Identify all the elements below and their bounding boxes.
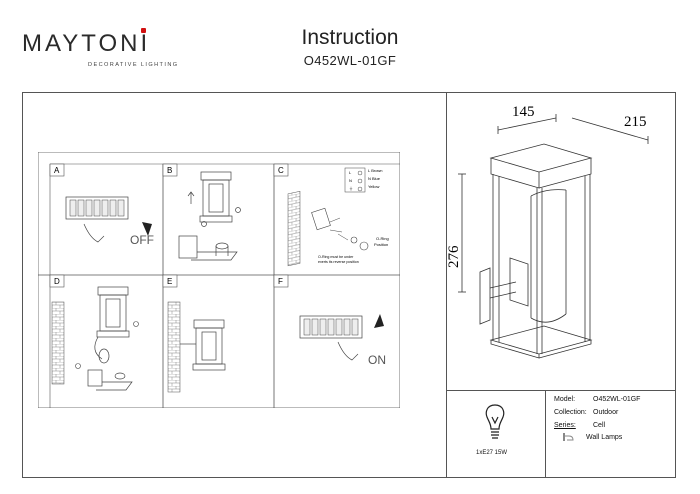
series-value: Cell — [593, 422, 606, 429]
page-title: Instruction — [301, 26, 399, 49]
model-value: O452WL-01GF — [593, 396, 641, 403]
brand-name: MAYTONI — [22, 30, 151, 57]
brand-tagline: DECORATIVE LIGHTING — [88, 62, 179, 68]
oring-note-2: exerts its reverse position — [318, 260, 359, 264]
wire-yellow: Yellow — [368, 184, 380, 189]
terminal-ground: ⏚ — [349, 185, 353, 191]
wall-lamp-icon — [563, 433, 574, 441]
installation-steps: A B C D E F OFF L N ⏚ — [38, 152, 400, 408]
logo-accent-dot — [141, 28, 146, 33]
terminal-n: N — [349, 178, 352, 183]
wire-blue: N Blue — [368, 176, 381, 181]
model-label: Model: — [554, 396, 576, 403]
panel-label-d: D — [54, 277, 60, 286]
panel-e-mounted — [167, 301, 226, 393]
collection-value: Outdoor — [593, 409, 619, 416]
panel-label-b: B — [167, 166, 172, 175]
frame-divider — [446, 92, 447, 478]
panel-a-breaker: OFF — [65, 196, 154, 247]
model-heading: O452WL-01GF — [303, 53, 397, 68]
panel-c-wiring: L N ⏚ L Brown N Blue Yellow O-Ring Posit… — [287, 167, 389, 267]
dimension-drawing: 145 215 276 — [446, 104, 649, 359]
oring-label: O-Ring — [376, 236, 389, 241]
off-label: OFF — [130, 233, 154, 247]
bulb-icon — [485, 404, 505, 439]
panel-b-lamp — [178, 171, 241, 261]
wire-brown: L Brown — [368, 168, 383, 173]
oring-position: Position — [374, 242, 388, 247]
collection-label: Collection: — [554, 409, 587, 416]
info-box — [446, 390, 676, 479]
drawing-frame — [22, 92, 676, 478]
arrow-down-icon — [142, 222, 152, 236]
series-label: Series: — [554, 422, 576, 429]
bulb-spec: 1xE27 15W — [476, 450, 508, 456]
on-label: ON — [368, 353, 386, 367]
panel-label-a: A — [54, 166, 60, 175]
panel-label-c: C — [278, 166, 284, 175]
panel-d-mount — [51, 286, 139, 391]
panel-label-f: F — [278, 277, 283, 286]
panel-f-breaker: ON — [299, 314, 386, 367]
info-divider — [545, 390, 546, 478]
oring-note-1: O-Ring must be under — [318, 255, 354, 259]
dimension-height: 276 — [446, 245, 462, 268]
brand-logo: MAYTONI DECORATIVE LIGHTING — [22, 28, 177, 70]
panel-label-e: E — [167, 277, 172, 286]
dimension-width: 145 — [512, 104, 535, 120]
arrow-up-icon — [374, 314, 384, 328]
terminal-l: L — [349, 170, 352, 175]
dimension-depth: 215 — [624, 114, 647, 130]
type-value: Wall Lamps — [586, 434, 623, 441]
